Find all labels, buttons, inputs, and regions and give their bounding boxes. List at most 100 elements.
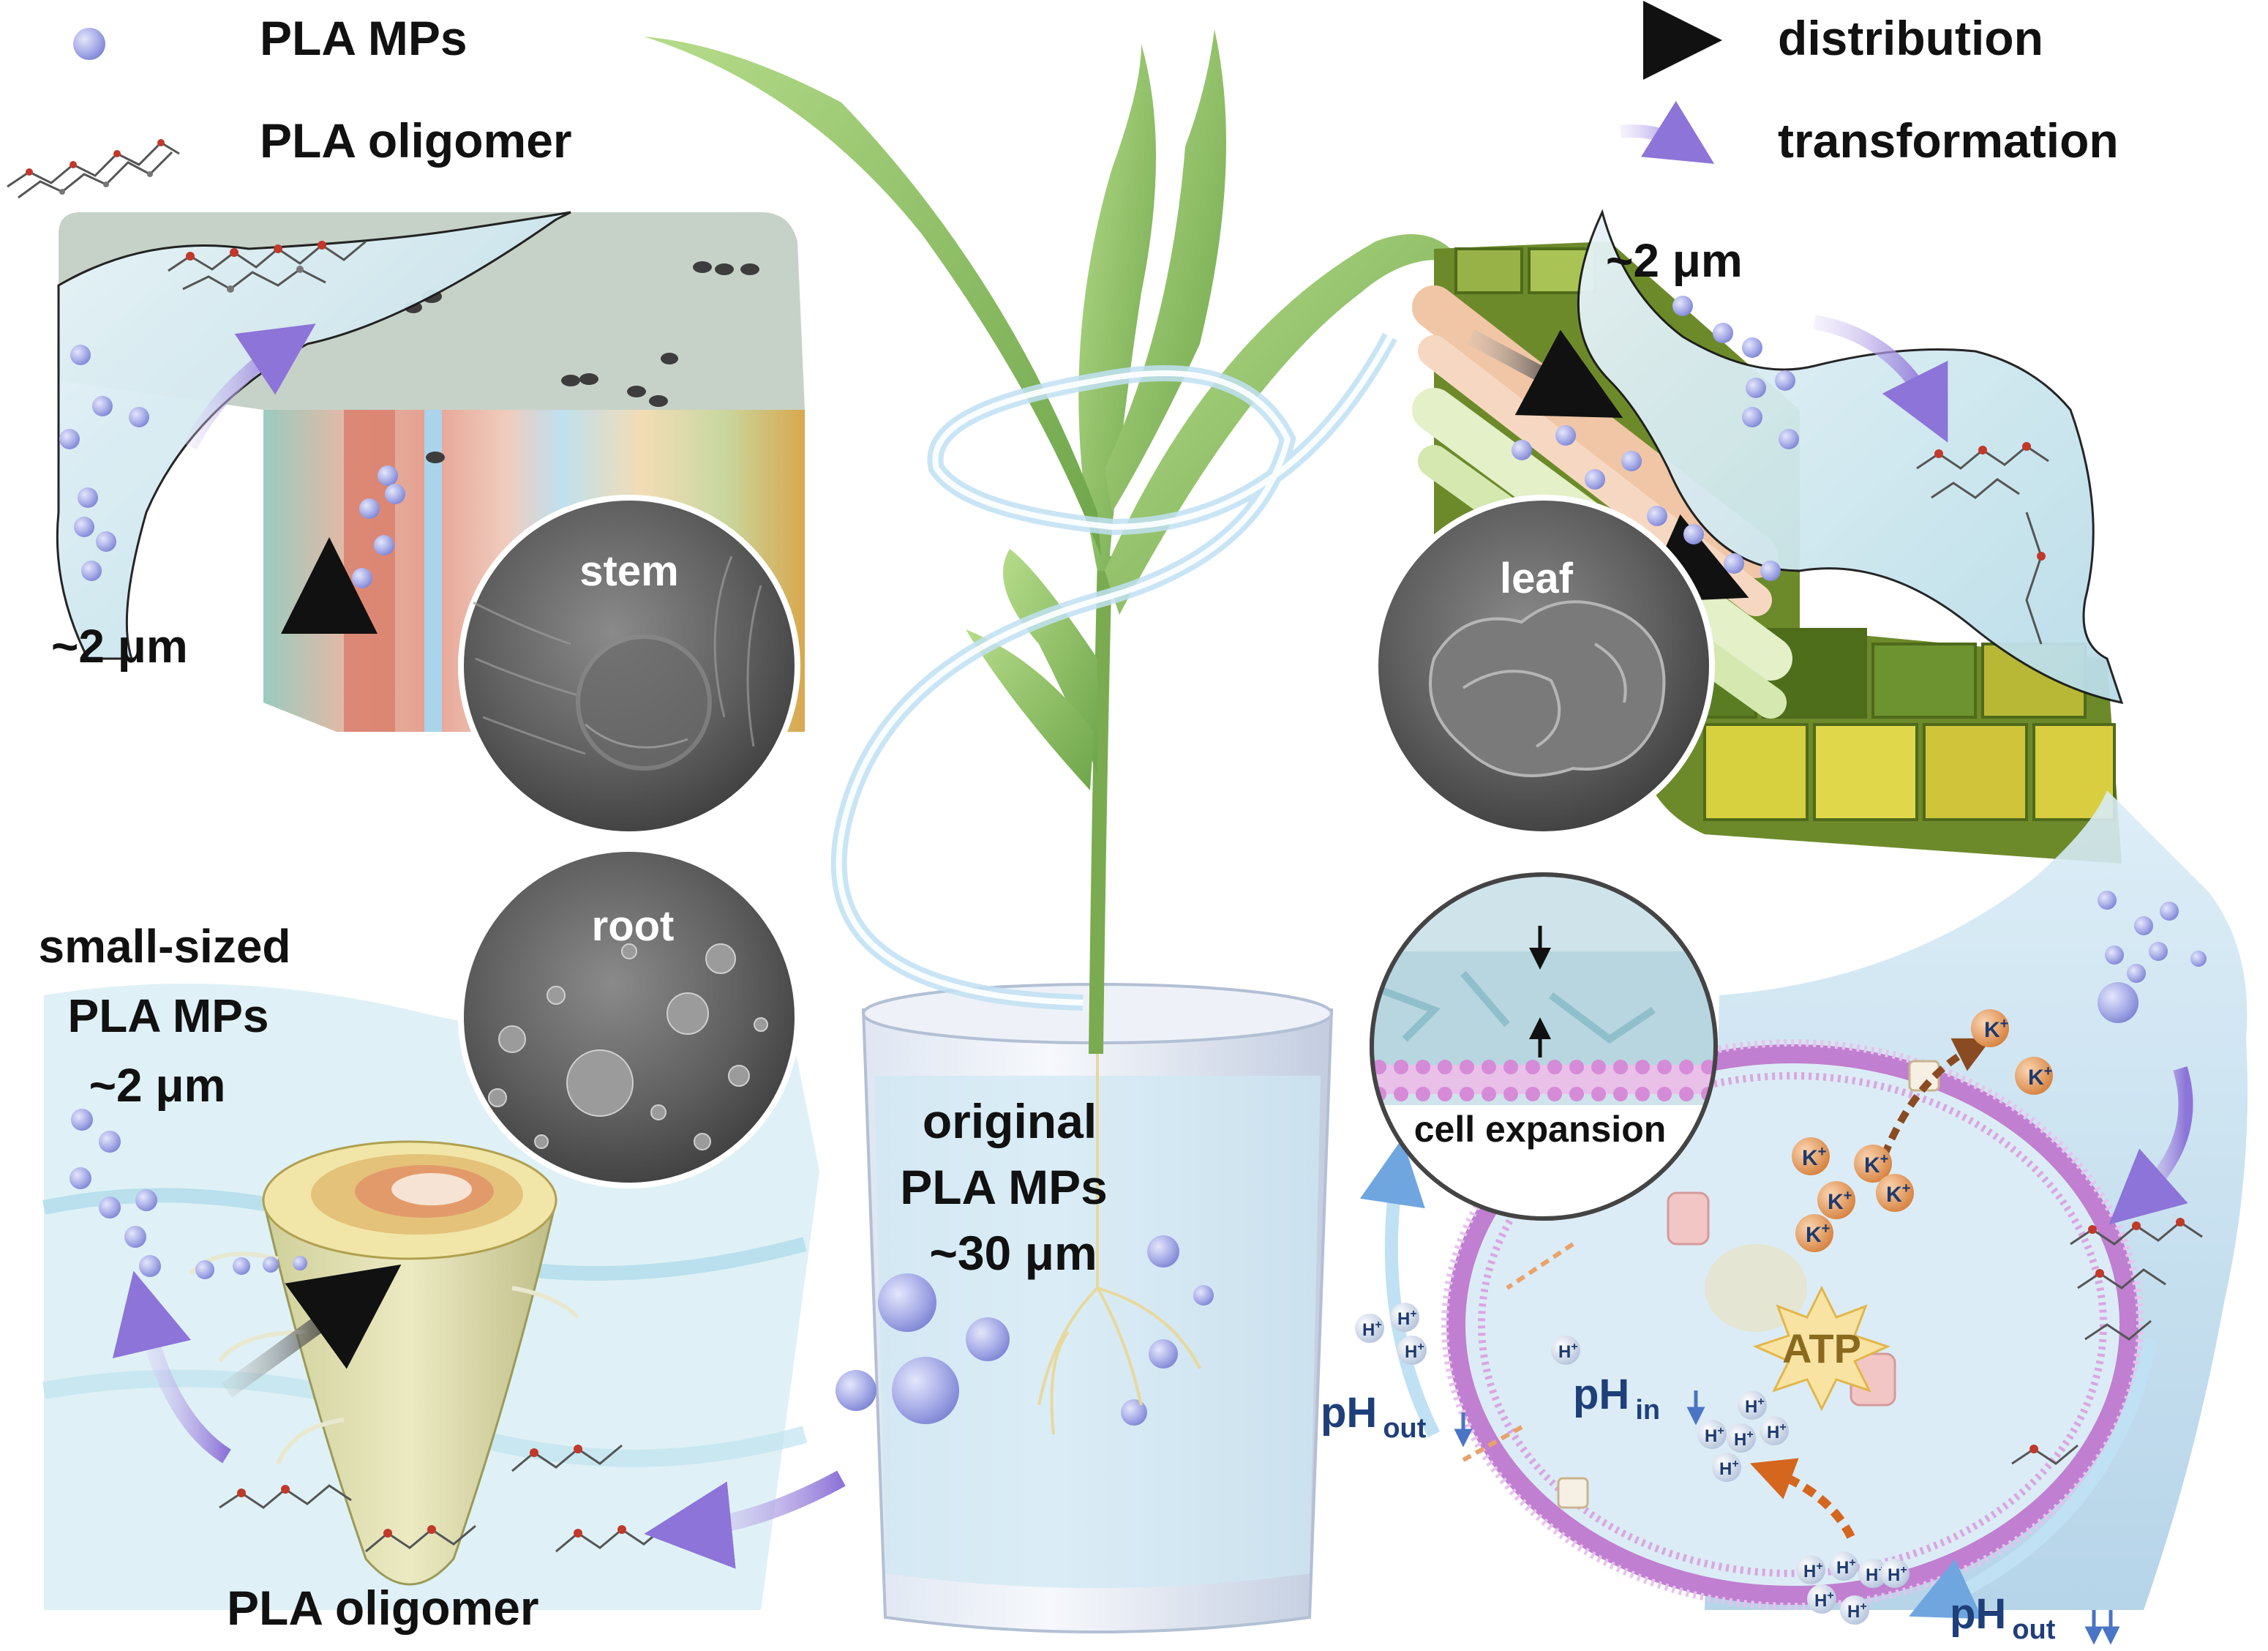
root-transformation-arrow [112, 1270, 232, 1464]
svg-text:K+: K+ [1864, 1151, 1888, 1178]
h-ion: H+ [1796, 1555, 1825, 1584]
plant-leaf-right-long [1105, 234, 1463, 615]
leaf-oligomer [1916, 442, 2049, 645]
leaf-sem-texture [1429, 600, 1666, 777]
root-core [391, 1173, 472, 1205]
h-ion: H+ [1727, 1423, 1756, 1453]
stem-vessel-2 [424, 410, 442, 732]
legend-oligomer-label: PLA oligomer [260, 113, 572, 168]
svg-text:H+: H+ [1705, 1425, 1724, 1446]
cell-side-blue-arrow [1359, 1138, 1441, 1438]
leaf-transformation-arrow [1813, 315, 1948, 443]
h-ion: H+ [1760, 1416, 1789, 1445]
cell-membrane-inner [1478, 1072, 2107, 1577]
stem-vessel [344, 410, 395, 732]
k-ion: K+ [1876, 1174, 1914, 1212]
plant-leaf-left-upper [644, 37, 1101, 556]
plant [644, 29, 1463, 1569]
svg-text:K+: K+ [2028, 1063, 2052, 1090]
leaf-sem-image: leaf [1373, 495, 1715, 837]
k-ion: K+ [1792, 1137, 1830, 1175]
cell-mps [2098, 891, 2207, 1023]
leaf-size-label: ~2 μm [1606, 234, 1743, 287]
h-ion: H+ [1397, 1336, 1427, 1365]
h-ion: H+ [1355, 1314, 1384, 1343]
stem-sem-texture [468, 555, 762, 771]
leaf-water-film [1577, 209, 2124, 704]
svg-text:H+: H+ [1405, 1341, 1424, 1362]
cell-k-efflux-arrow [1880, 1038, 1992, 1158]
h-ion: H+ [1390, 1303, 1419, 1332]
root-oligomer [219, 1444, 666, 1553]
stem-transformation-arrow [184, 323, 316, 450]
root-sem-label: root [592, 902, 675, 950]
h-ion: H+ [1880, 1559, 1910, 1588]
plant-leaf-top [1078, 44, 1156, 571]
plant-leaf-left-lower [1003, 549, 1097, 776]
h-ion: H+ [1712, 1453, 1741, 1482]
cell-h-influx-arrow [1506, 1242, 1574, 1290]
svg-text:H+: H+ [1836, 1557, 1856, 1578]
plant-stem [1089, 556, 1112, 1054]
pot-label-2: PLA MPs [900, 1160, 1108, 1214]
svg-text:K+: K+ [1984, 1016, 2008, 1042]
svg-text:H+: H+ [1397, 1308, 1417, 1329]
legend-transformation-label: transformation [1778, 113, 2119, 168]
legend-distribution-label: distribution [1778, 11, 2043, 65]
svg-text:H+: H+ [1734, 1429, 1754, 1450]
h-ions: H+ H+ H+ H+ H+ H+ H+ H+ H+ H+ H+ H+ H+ H… [1355, 1303, 1910, 1625]
legend-mps-label: PLA MPs [260, 11, 468, 65]
pot-label-1: original [923, 1094, 1097, 1148]
svg-text:K+: K+ [1886, 1180, 1910, 1207]
svg-text:H+: H+ [1847, 1601, 1867, 1622]
legend: PLA MPs PLA oligomer distribution transf… [7, 1, 2119, 199]
k-ion: K+ [2015, 1057, 2053, 1095]
root-sem-image: root [458, 846, 800, 1188]
root-mps [70, 1109, 307, 1279]
cell-h-efflux-arrow [1749, 1458, 1855, 1539]
pot-to-root-arrow [644, 1470, 846, 1569]
legend-oligomer-molecule [7, 139, 180, 199]
stem-mps [59, 345, 405, 588]
legend-mp-particle [73, 28, 105, 60]
cell-expansion-label: cell expansion [1414, 1109, 1667, 1150]
svg-text:H+: H+ [1558, 1341, 1578, 1362]
pot-water [874, 1076, 1321, 1588]
atp-label: ATP [1782, 1325, 1861, 1371]
svg-text:H+: H+ [1888, 1564, 1907, 1585]
stem-oligomer [168, 240, 367, 293]
leaf-mps [1512, 296, 1799, 581]
plant-spiral-highlight [836, 335, 1393, 1006]
cell-transformation-arrow [2109, 1066, 2193, 1225]
svg-text:H+: H+ [1745, 1396, 1765, 1417]
leaf-distribution-arrow-1 [1466, 329, 1623, 419]
svg-text:H+: H+ [1767, 1421, 1787, 1442]
leaf-sem-label: leaf [1500, 555, 1574, 602]
svg-text:H+: H+ [1719, 1458, 1739, 1479]
plant-leaf-right-upper [1105, 29, 1226, 512]
h-ion: H+ [1807, 1584, 1836, 1614]
k-ion: K+ [1854, 1145, 1892, 1183]
atp-burst: ATP [1752, 1285, 1891, 1412]
k-ion: K+ [1817, 1181, 1855, 1219]
stem-sem-label: stem [579, 547, 678, 595]
h-ion: H+ [1840, 1595, 1869, 1625]
root-hairs [188, 1251, 580, 1465]
root-small-label-1: small-sized [38, 920, 290, 973]
stem-sem-image: stem [458, 495, 800, 837]
pot-roots [1037, 1054, 1201, 1435]
cell-bottom-blue-arrow [1909, 1338, 2158, 1620]
root-oligomer-label: PLA oligomer [227, 1581, 539, 1635]
k-ion: K+ [1795, 1214, 1833, 1252]
root-sem-particles [488, 943, 768, 1150]
cell-oligomer [2011, 1218, 2203, 1465]
plant-leaf-left-low-2 [966, 629, 1094, 790]
svg-text:K+: K+ [1828, 1188, 1852, 1214]
svg-text:H+: H+ [1814, 1590, 1834, 1611]
